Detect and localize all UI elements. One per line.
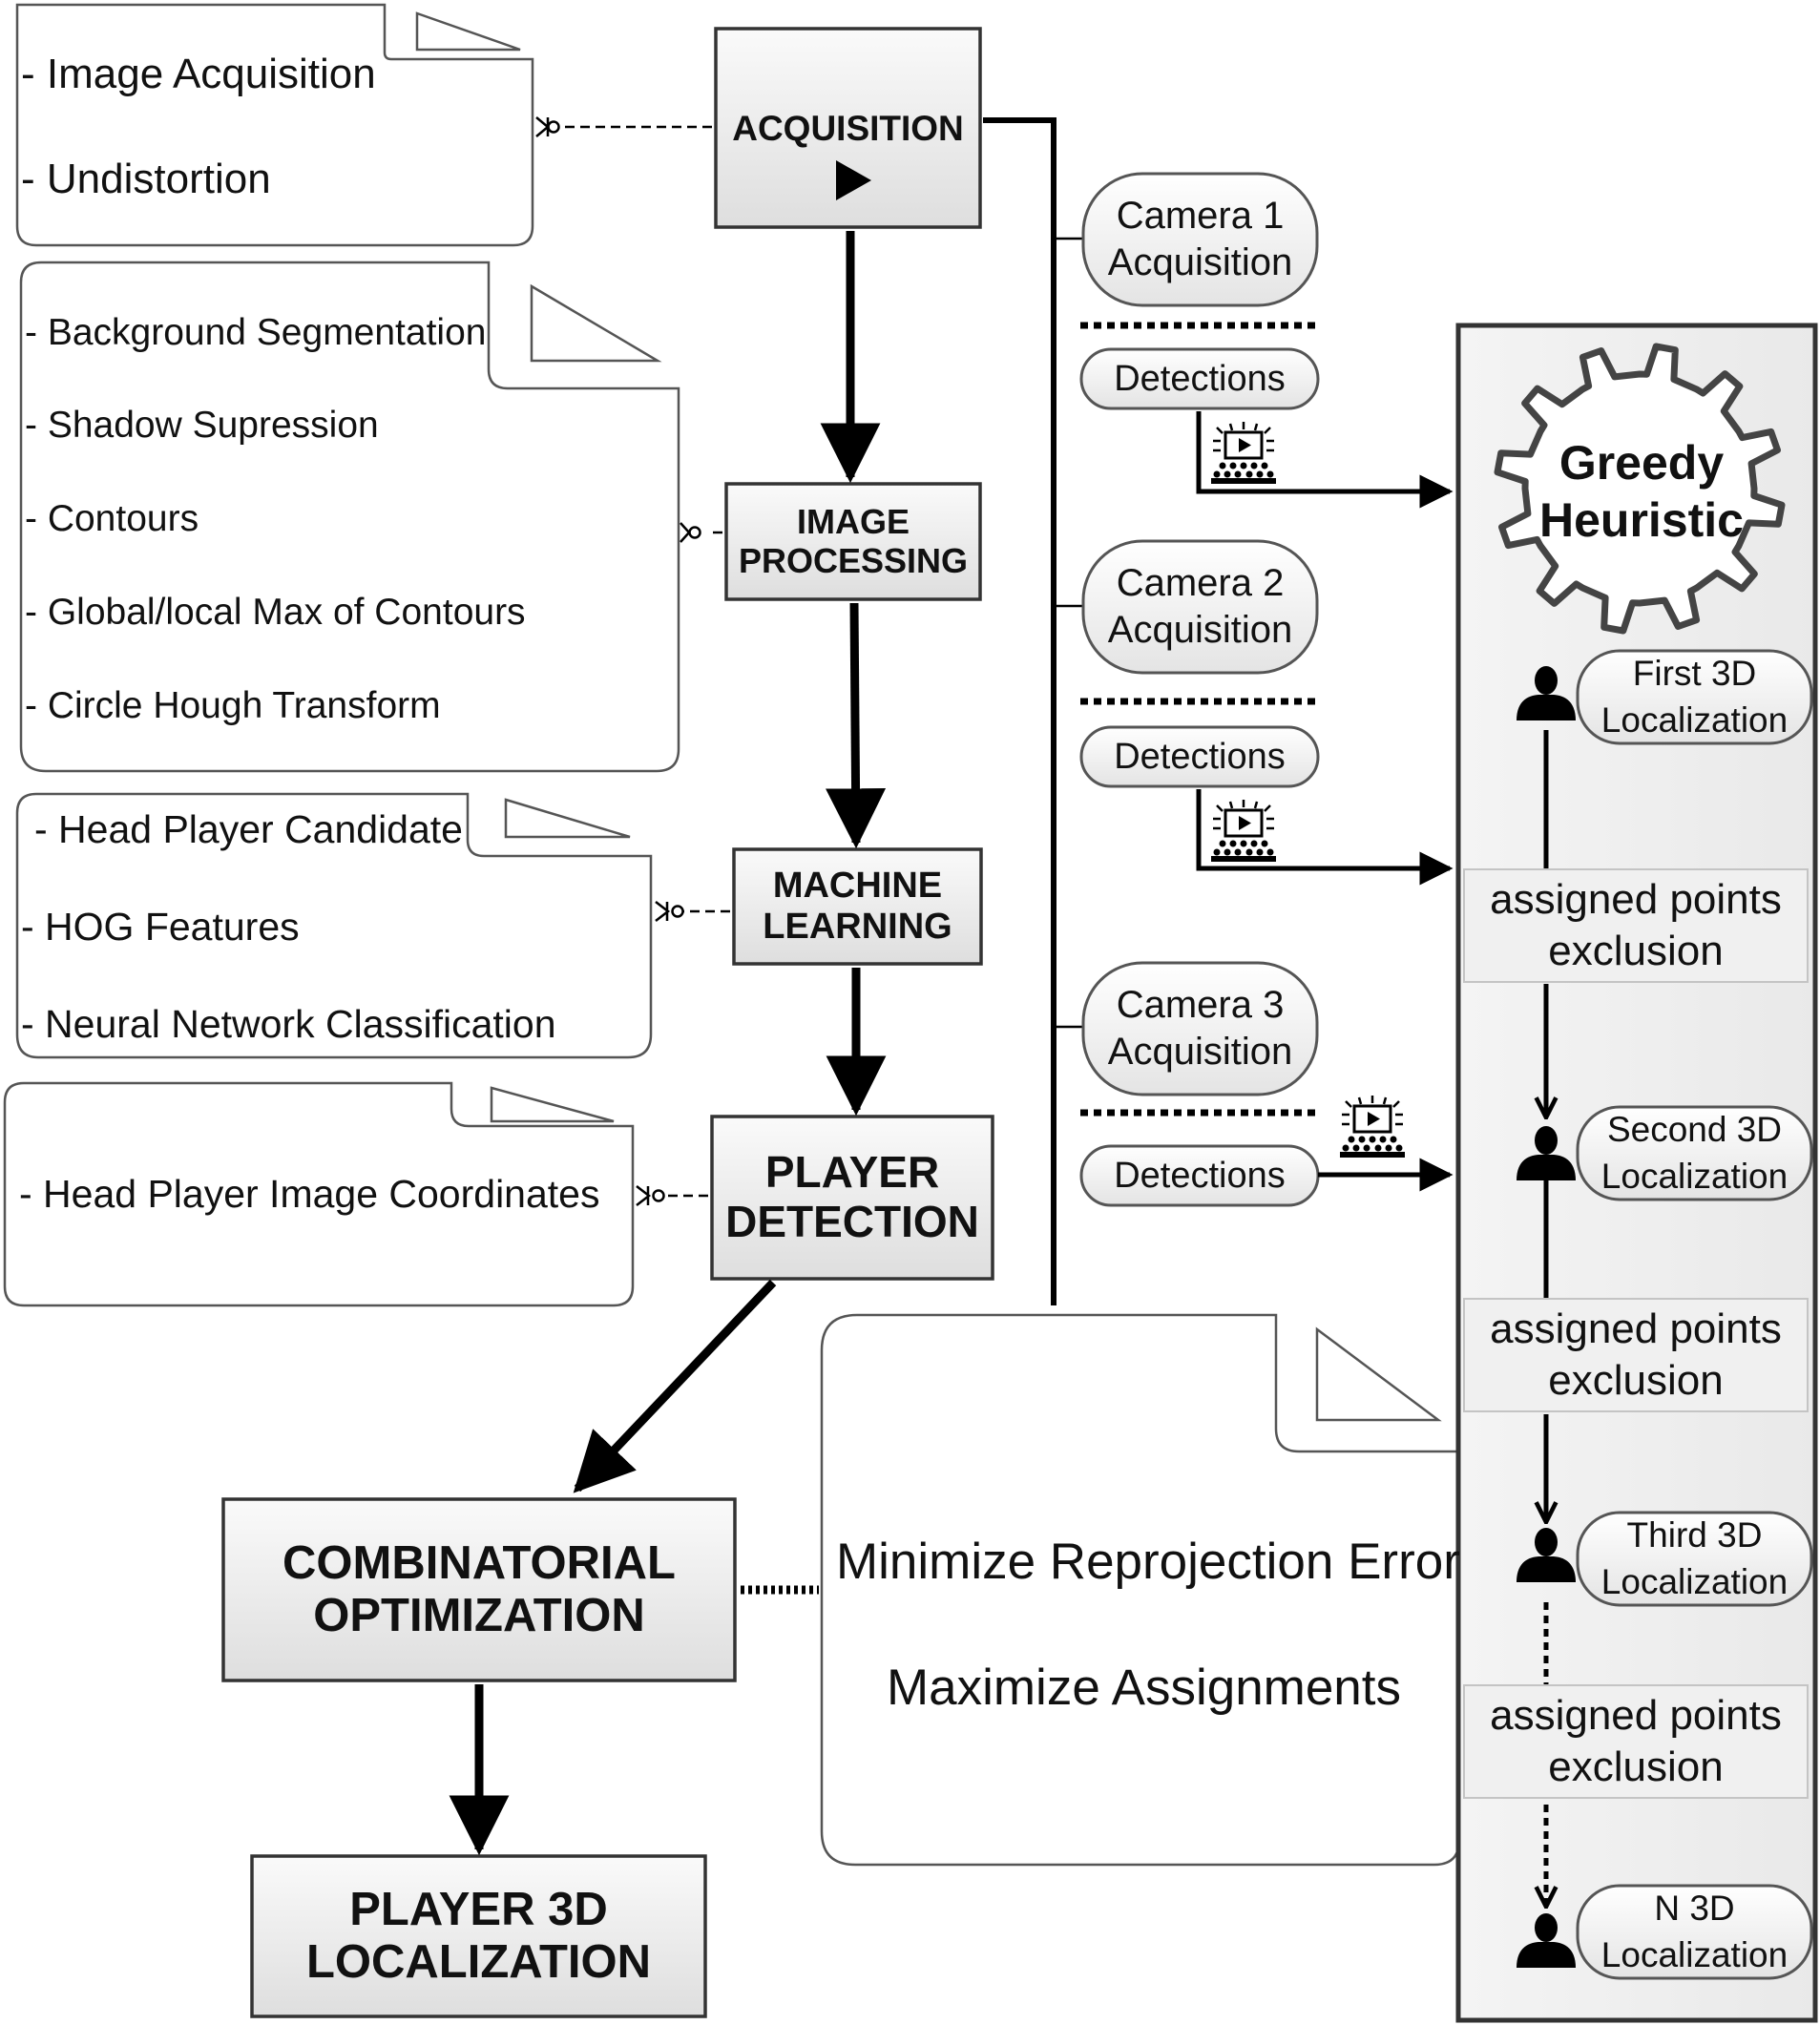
localization-label-4: N 3D Localization	[1600, 1889, 1789, 1974]
localization-label-3: Third 3D Localization	[1600, 1515, 1789, 1601]
detection-monitor-icon	[1209, 798, 1278, 864]
camera-pill-3	[1081, 961, 1319, 1096]
gear-icon	[1494, 343, 1786, 635]
step-box-player-detection	[710, 1115, 994, 1281]
note-shape-player-detection	[3, 1081, 635, 1307]
detections-pill-1	[1079, 347, 1320, 410]
play-icon	[836, 160, 871, 200]
note-item: - Undistortion	[21, 156, 271, 202]
localization-label-1: First 3D Localization	[1600, 654, 1789, 740]
greedy-title: Greedy Heuristic	[1539, 436, 1744, 547]
localization-pill-2	[1576, 1105, 1813, 1201]
note-item: - Shadow Supression	[25, 405, 379, 446]
step-label-localization: PLAYER 3D LOCALIZATION	[305, 1884, 652, 1988]
step-box-combinatorial	[221, 1497, 737, 1682]
exclusion-box-2	[1463, 1298, 1809, 1412]
fold-icon	[504, 798, 631, 839]
fold-icon	[415, 11, 521, 52]
note-item: - Global/local Max of Contours	[25, 592, 526, 633]
step-label-machine-learning: MACHINE LEARNING	[763, 866, 952, 947]
note-item: Maximize Assignments	[887, 1660, 1402, 1716]
fold-icon	[1315, 1326, 1442, 1422]
note-item: Minimize Reprojection Error	[836, 1534, 1460, 1590]
exclusion-label-3: assigned points exclusion	[1490, 1692, 1782, 1790]
fold-icon	[490, 1086, 615, 1123]
camera-label-1: Camera 1 Acquisition	[1107, 195, 1293, 283]
localization-label-2: Second 3D Localization	[1600, 1110, 1789, 1196]
note-shape-machine-learning	[15, 792, 653, 1059]
step-label-player-detection: PLAYER DETECTION	[725, 1147, 979, 1246]
step-label-combinatorial: COMBINATORIAL OPTIMIZATION	[282, 1537, 676, 1641]
camera-pill-2	[1081, 539, 1319, 675]
localization-pill-1	[1576, 649, 1813, 745]
step-label-image-processing: IMAGE PROCESSING	[738, 502, 969, 580]
fold-icon	[530, 283, 662, 363]
note-item: - Image Acquisition	[21, 51, 376, 97]
detections-label-2: Detections	[1114, 736, 1286, 777]
detections-pill-2	[1079, 725, 1320, 788]
note-item: - HOG Features	[21, 905, 300, 949]
note-shape-image-processing	[19, 261, 680, 773]
note-item: - Head Player Candidate	[34, 807, 463, 851]
note-item: - Background Segmentation	[25, 312, 487, 353]
step-box-machine-learning	[732, 847, 983, 966]
step-box-acquisition	[714, 27, 982, 229]
exclusion-box-3	[1463, 1684, 1809, 1799]
camera-pill-1	[1081, 172, 1319, 307]
camera-label-2: Camera 2 Acquisition	[1107, 562, 1293, 651]
note-shape-optimization	[820, 1313, 1461, 1867]
camera-label-3: Camera 3 Acquisition	[1107, 984, 1293, 1073]
detection-monitor-icon	[1338, 1094, 1407, 1159]
exclusion-label-2: assigned points exclusion	[1490, 1305, 1782, 1404]
detections-label-1: Detections	[1114, 358, 1286, 399]
detections-label-3: Detections	[1114, 1155, 1286, 1196]
note-item: - Contours	[25, 498, 199, 539]
note-item: - Neural Network Classification	[21, 1002, 556, 1046]
note-item: - Head Player Image Coordinates	[19, 1172, 600, 1216]
exclusion-box-1	[1463, 868, 1809, 983]
step-box-image-processing	[724, 482, 982, 601]
localization-pill-3	[1576, 1511, 1813, 1607]
exclusion-label-1: assigned points exclusion	[1490, 876, 1782, 974]
detection-monitor-icon	[1209, 420, 1278, 486]
step-box-localization	[250, 1854, 707, 2018]
note-item: - Circle Hough Transform	[25, 685, 441, 726]
note-shape-acquisition	[15, 3, 534, 247]
step-label-acquisition: ACQUISITION	[732, 109, 964, 149]
localization-pill-4	[1576, 1884, 1813, 1980]
